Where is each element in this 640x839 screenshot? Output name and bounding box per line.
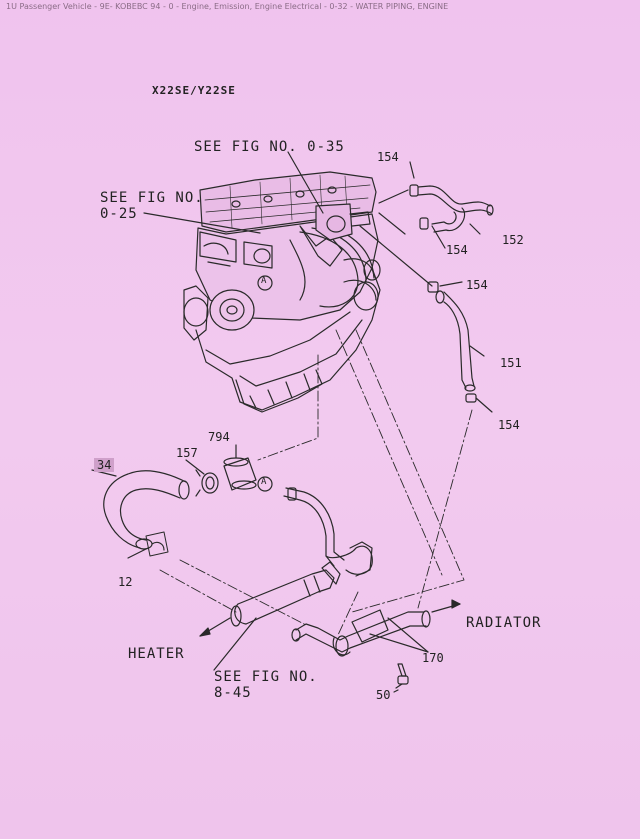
callout-154-right: 154 bbox=[466, 278, 488, 292]
hose-34 bbox=[103, 470, 190, 557]
a-marker-label-pipe: A bbox=[261, 477, 267, 487]
callout-151: 151 bbox=[500, 356, 522, 370]
a-marker-label-engine: A bbox=[261, 276, 267, 286]
callout-154-mid: 154 bbox=[446, 243, 468, 257]
bolt-50 bbox=[393, 663, 409, 693]
model-title: X22SE/Y22SE bbox=[152, 84, 236, 97]
fig-ref-8-45-line2: 8-45 bbox=[214, 685, 252, 701]
callout-34: 34 bbox=[94, 458, 115, 472]
radiator-pipe-170 bbox=[291, 599, 461, 657]
callout-794: 794 bbox=[208, 430, 230, 444]
hose-151 bbox=[427, 281, 477, 403]
a-marker-pipe bbox=[257, 476, 273, 492]
callout-50: 50 bbox=[376, 688, 391, 702]
fitting-794 bbox=[223, 457, 257, 491]
direction-heater: HEATER bbox=[128, 646, 185, 662]
water-pipe bbox=[283, 487, 373, 577]
callout-152: 152 bbox=[502, 233, 524, 247]
fig-ref-0-35: SEE FIG NO. 0-35 bbox=[194, 139, 345, 155]
clamp-157 bbox=[195, 469, 219, 497]
direction-radiator: RADIATOR bbox=[466, 615, 542, 631]
callout-157: 157 bbox=[176, 446, 198, 460]
callout-12: 12 bbox=[118, 575, 133, 589]
a-marker-engine bbox=[257, 275, 273, 291]
callout-154-top: 154 bbox=[377, 150, 399, 164]
document-header: 1U Passenger Vehicle - 9E- KOBEBC 94 - 0… bbox=[6, 2, 449, 11]
callout-154-low: 154 bbox=[498, 418, 520, 432]
callout-170: 170 bbox=[422, 651, 444, 665]
fig-ref-0-25-line2: 0-25 bbox=[100, 206, 138, 222]
fig-ref-8-45-line1: SEE FIG NO. bbox=[214, 669, 318, 685]
engine-assembly bbox=[183, 171, 381, 413]
hose-152 bbox=[409, 184, 494, 233]
fig-ref-0-25-line1: SEE FIG NO. bbox=[100, 190, 204, 206]
heater-pipe bbox=[199, 561, 341, 637]
